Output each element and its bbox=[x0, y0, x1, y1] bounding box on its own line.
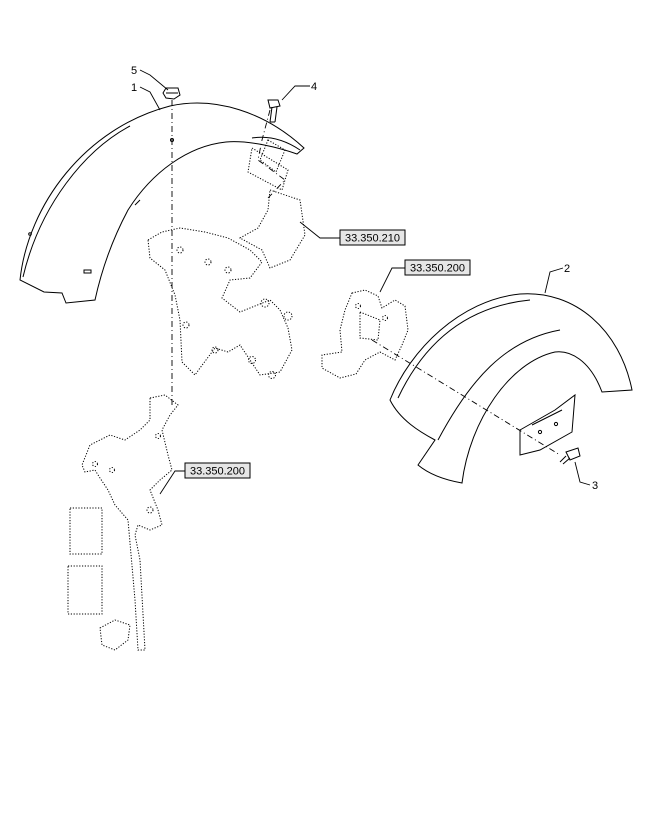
reference-label-top: 33.350.210 bbox=[345, 233, 400, 245]
callout-4: 4 bbox=[311, 81, 317, 93]
fender-left-part-1 bbox=[19, 102, 305, 304]
bracket-assembly-upper bbox=[147, 139, 306, 379]
callout-leaders bbox=[139, 69, 591, 495]
callout-3: 3 bbox=[592, 480, 598, 492]
reference-link-33-350-200-right[interactable]: 33.350.200 bbox=[404, 259, 471, 276]
reference-label-mid-right: 33.350.200 bbox=[410, 263, 465, 275]
reference-label-bottom-left: 33.350.200 bbox=[190, 466, 245, 478]
fender-right-part-2 bbox=[389, 293, 633, 484]
bracket-assembly-lower-left bbox=[67, 394, 179, 651]
callout-5: 5 bbox=[131, 65, 137, 77]
bracket-assembly-mid-right bbox=[321, 289, 409, 379]
reference-link-33-350-210[interactable]: 33.350.210 bbox=[339, 229, 406, 246]
nut-icon bbox=[162, 87, 181, 100]
bolt-icon-item-4 bbox=[267, 99, 281, 123]
alignment-centerlines bbox=[171, 100, 561, 456]
callout-1: 1 bbox=[131, 82, 137, 94]
reference-link-33-350-200-left[interactable]: 33.350.200 bbox=[184, 462, 251, 479]
bolt-icon-item-3 bbox=[559, 447, 581, 465]
callout-2: 2 bbox=[564, 263, 570, 275]
